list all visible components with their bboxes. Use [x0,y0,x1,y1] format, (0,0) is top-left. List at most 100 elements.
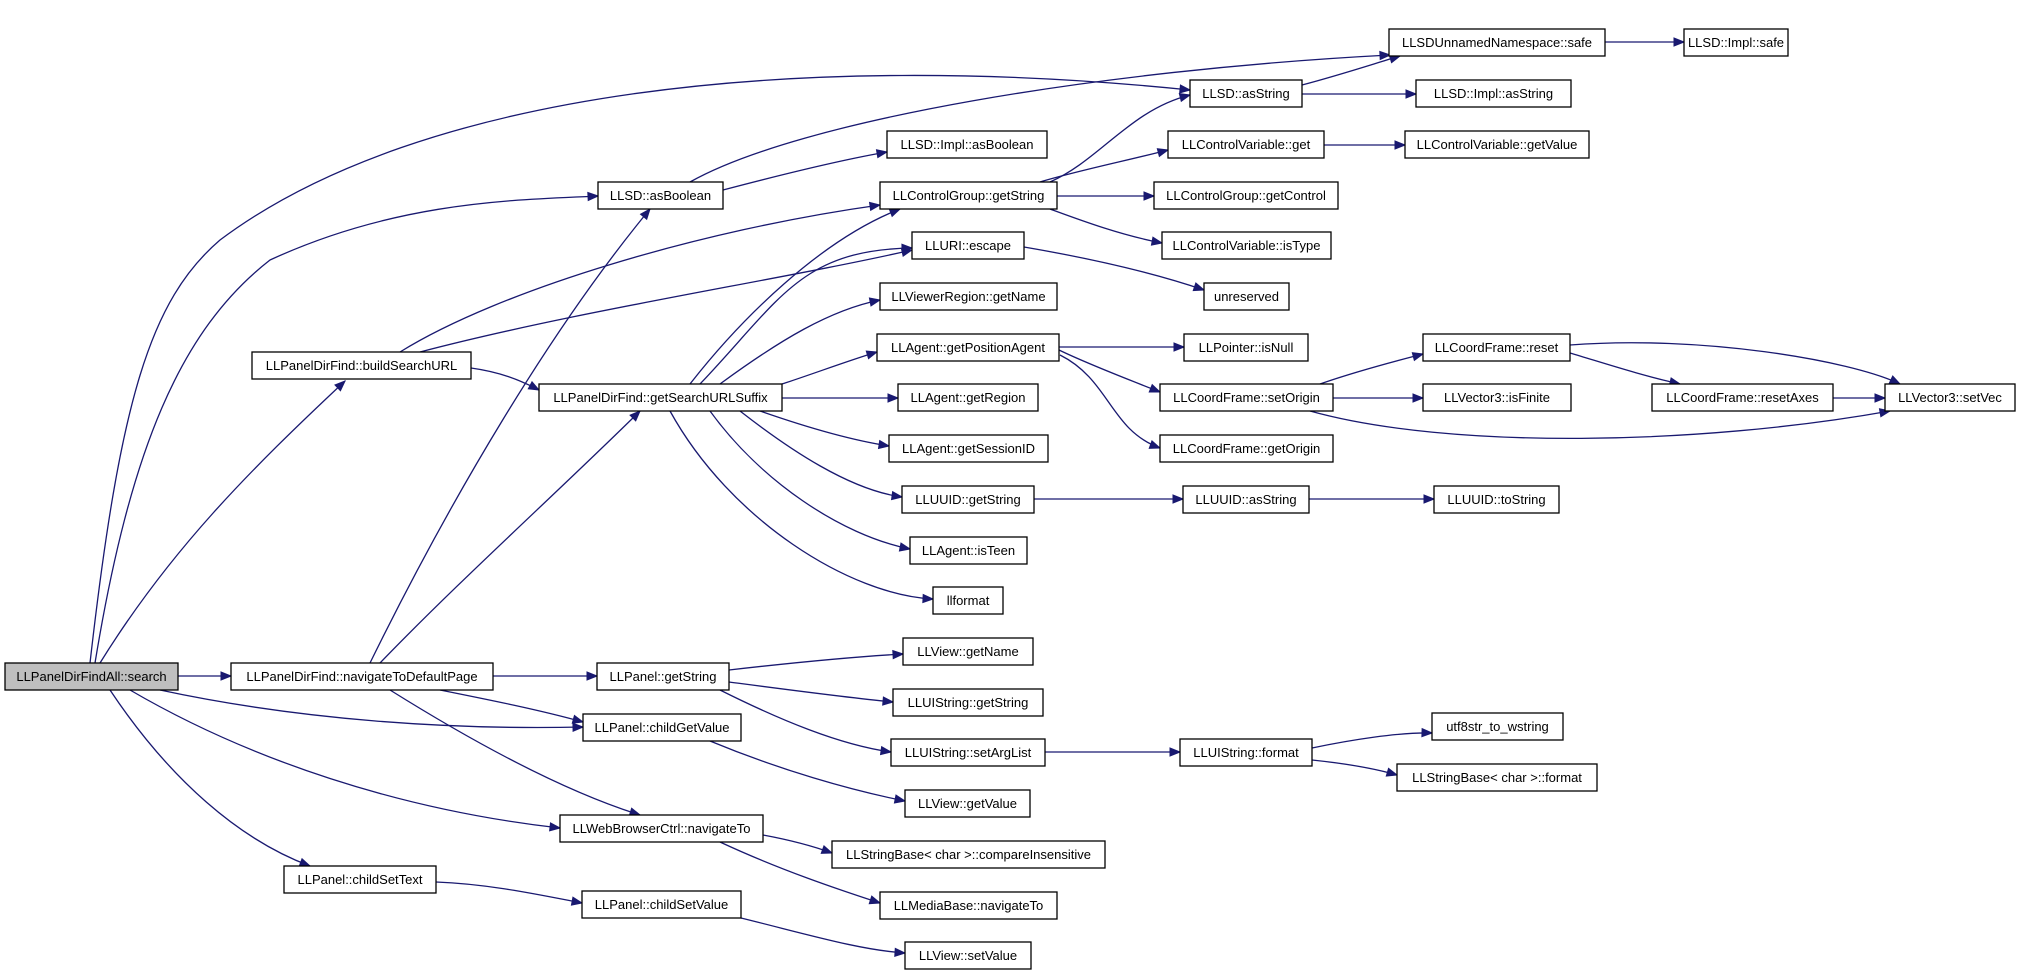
node-coord-reset[interactable]: LLCoordFrame::reset [1422,333,1571,362]
node-llsd-as-string[interactable]: LLSD::asString [1189,79,1303,108]
node-box[interactable] [886,130,1048,159]
node-box[interactable] [890,738,1046,767]
node-reset-axes[interactable]: LLCoordFrame::resetAxes [1651,383,1834,412]
node-get-search-u-r-l-suffix[interactable]: LLPanelDirFind::getSearchURLSuffix [538,383,783,412]
node-box[interactable] [1884,383,2016,412]
node-box[interactable] [559,814,764,843]
node-unreserved[interactable]: unreserved [1203,282,1290,311]
node-box[interactable] [1203,282,1290,311]
node-box[interactable] [901,485,1035,514]
node-box[interactable] [932,586,1004,615]
node-box[interactable] [879,181,1058,210]
node-box[interactable] [904,941,1032,970]
node-to-string[interactable]: LLUUID::toString [1433,485,1560,514]
node-child-set-text[interactable]: LLPanel::childSetText [283,865,437,894]
node-view-set-value[interactable]: LLView::setValue [904,941,1032,970]
node-panel-get-string[interactable]: LLPanel::getString [596,662,730,691]
node-box[interactable] [1683,28,1789,57]
node-navigate-to-default-page[interactable]: LLPanelDirFind::navigateToDefaultPage [230,662,494,691]
edge-set-arg-list-to-uistring-format [1045,747,1182,757]
node-compare-insensitive[interactable]: LLStringBase< char >::compareInsensitive [831,840,1106,869]
node-media-navigate-to[interactable]: LLMediaBase::navigateTo [879,891,1058,920]
node-uistring-format[interactable]: LLUIString::format [1179,738,1313,767]
node-uuid-as-string[interactable]: LLUUID::asString [1182,485,1310,514]
node-box[interactable] [1433,485,1560,514]
node-box[interactable] [1431,712,1564,741]
node-box[interactable] [831,840,1106,869]
node-llformat[interactable]: llformat [932,586,1004,615]
edge-get-search-u-r-l-suffix-to-uri-escape [699,243,914,385]
node-box[interactable] [892,688,1044,717]
node-box[interactable] [1404,130,1590,159]
node-box[interactable] [581,890,742,919]
node-box[interactable] [1159,383,1334,412]
node-web-navigate-to[interactable]: LLWebBrowserCtrl::navigateTo [559,814,764,843]
node-box[interactable] [1422,383,1572,412]
node-box[interactable] [1388,28,1606,57]
node-agent-get-region[interactable]: LLAgent::getRegion [897,383,1039,412]
node-child-get-value[interactable]: LLPanel::childGetValue [582,713,742,742]
node-box[interactable] [897,383,1039,412]
node-box[interactable] [1161,231,1332,260]
node-box[interactable] [909,536,1028,565]
node-impl-as-string[interactable]: LLSD::Impl::asString [1415,79,1572,108]
node-box[interactable] [1179,738,1313,767]
node-box[interactable] [596,662,730,691]
node-get-session-i-d[interactable]: LLAgent::getSessionID [888,434,1049,463]
node-child-set-value[interactable]: LLPanel::childSetValue [581,890,742,919]
node-view-get-value[interactable]: LLView::getValue [904,789,1031,818]
node-region-get-name[interactable]: LLViewerRegion::getName [879,282,1058,311]
node-box[interactable] [283,865,437,894]
node-utf8-to-wstring[interactable]: utf8str_to_wstring [1431,712,1564,741]
node-uistring-get-string[interactable]: LLUIString::getString [892,688,1044,717]
node-llsd-as-boolean[interactable]: LLSD::asBoolean [597,181,724,210]
node-box[interactable] [911,231,1025,260]
node-box[interactable] [902,637,1034,666]
node-box[interactable] [251,351,472,380]
node-control-variable-get[interactable]: LLControlVariable::get [1167,130,1325,159]
node-box[interactable] [1651,383,1834,412]
node-box[interactable] [1159,434,1334,463]
node-uri-escape[interactable]: LLURI::escape [911,231,1025,260]
node-is-null[interactable]: LLPointer::isNull [1183,333,1309,362]
node-box[interactable] [1422,333,1571,362]
node-unnamed-safe[interactable]: LLSDUnnamedNamespace::safe [1388,28,1606,57]
node-box[interactable] [230,662,494,691]
node-control-group-get-string[interactable]: LLControlGroup::getString [879,181,1058,210]
node-box[interactable] [1167,130,1325,159]
node-impl-as-boolean[interactable]: LLSD::Impl::asBoolean [886,130,1048,159]
node-box[interactable] [879,282,1058,311]
node-set-vec[interactable]: LLVector3::setVec [1884,383,2016,412]
node-is-type[interactable]: LLControlVariable::isType [1161,231,1332,260]
node-get-position-agent[interactable]: LLAgent::getPositionAgent [876,333,1060,362]
node-box[interactable] [538,383,783,412]
node-box[interactable] [1189,79,1303,108]
node-box[interactable] [904,789,1031,818]
node-box[interactable] [597,181,724,210]
node-get-control[interactable]: LLControlGroup::getControl [1153,181,1339,210]
node-box[interactable] [1415,79,1572,108]
node-is-teen[interactable]: LLAgent::isTeen [909,536,1028,565]
node-box[interactable] [1153,181,1339,210]
node-get-origin[interactable]: LLCoordFrame::getOrigin [1159,434,1334,463]
node-set-origin[interactable]: LLCoordFrame::setOrigin [1159,383,1334,412]
arrowhead-icon [587,191,600,202]
node-label: LLView::setValue [919,948,1017,963]
node-build-search-u-r-l[interactable]: LLPanelDirFind::buildSearchURL [251,351,472,380]
node-impl-safe[interactable]: LLSD::Impl::safe [1683,28,1789,57]
node-box[interactable] [888,434,1049,463]
node-box[interactable] [4,662,179,691]
node-get-value[interactable]: LLControlVariable::getValue [1404,130,1590,159]
node-box[interactable] [1396,763,1598,792]
node-is-finite[interactable]: LLVector3::isFinite [1422,383,1572,412]
node-set-arg-list[interactable]: LLUIString::setArgList [890,738,1046,767]
node-uuid-get-string[interactable]: LLUUID::getString [901,485,1035,514]
node-box[interactable] [1183,333,1309,362]
node-root[interactable]: LLPanelDirFindAll::search [4,662,179,691]
node-view-get-name[interactable]: LLView::getName [902,637,1034,666]
node-box[interactable] [582,713,742,742]
node-box[interactable] [876,333,1060,362]
node-box[interactable] [879,891,1058,920]
node-box[interactable] [1182,485,1310,514]
node-string-base-format[interactable]: LLStringBase< char >::format [1396,763,1598,792]
